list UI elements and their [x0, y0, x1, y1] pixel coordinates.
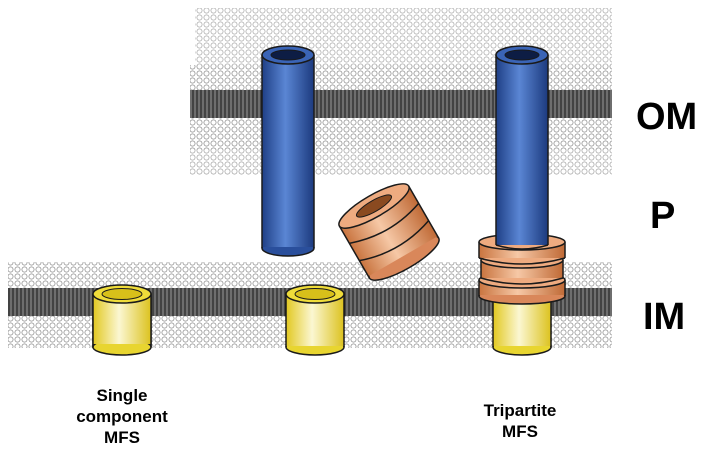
- caption-tripartite-line-2: MFS: [502, 422, 538, 441]
- label-inner-membrane: IM: [643, 296, 686, 338]
- caption-tripartite: Tripartite MFS: [460, 400, 580, 442]
- caption-single-line-3: MFS: [104, 428, 140, 447]
- transporter-single: [92, 284, 152, 356]
- caption-single-line-2: component: [76, 407, 168, 426]
- transporter-middle: [285, 284, 345, 356]
- outer-channel-left: [261, 45, 315, 257]
- transporter-tripartite: [492, 300, 552, 356]
- caption-tripartite-line-1: Tripartite: [483, 401, 557, 420]
- caption-single-line-1: Single: [96, 386, 148, 405]
- adaptor-free: [338, 183, 440, 281]
- outer-channel-tripartite: [495, 45, 549, 250]
- label-periplasm: P: [650, 195, 676, 237]
- caption-single-component: Single component MFS: [62, 385, 182, 448]
- tripartite-complex: [478, 45, 566, 356]
- label-outer-membrane: OM: [636, 96, 698, 138]
